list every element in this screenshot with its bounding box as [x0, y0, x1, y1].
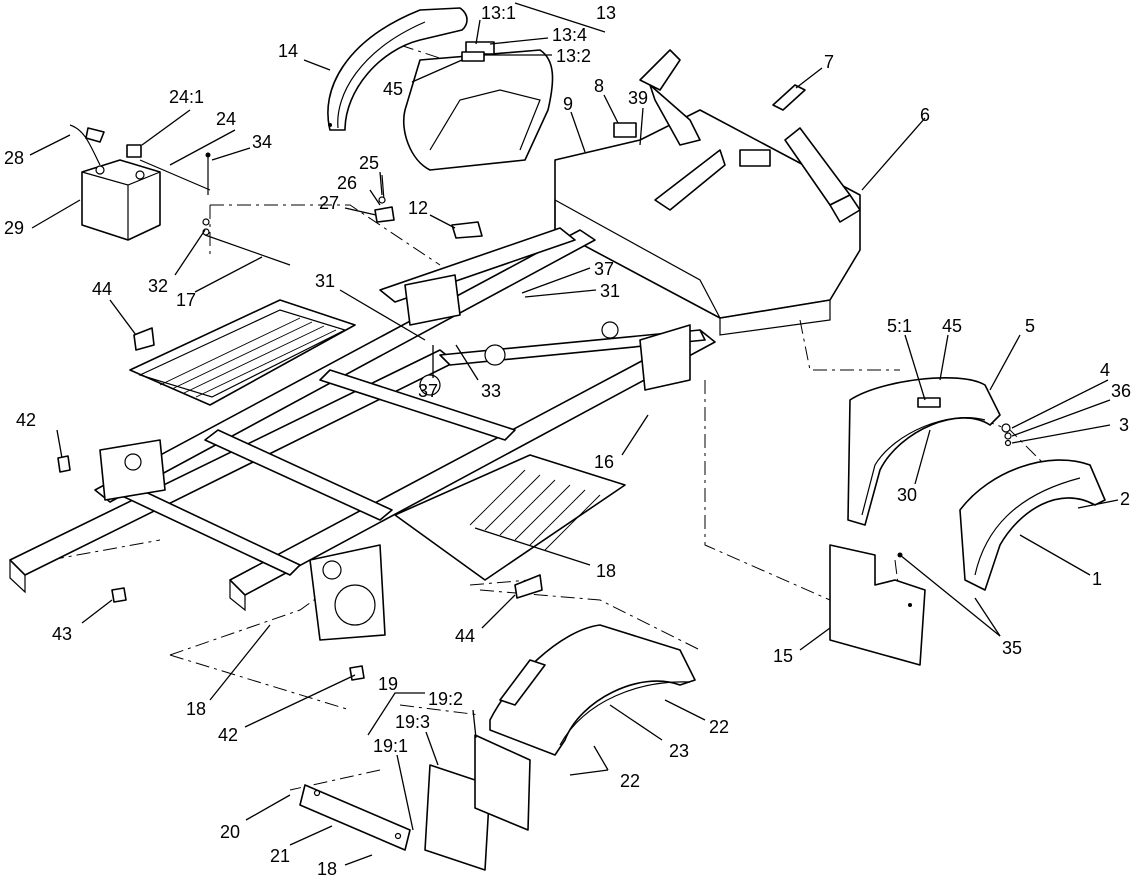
callout-45-a: 45	[383, 79, 403, 99]
callout-7: 7	[824, 52, 834, 72]
callout-17: 17	[176, 290, 196, 310]
part-5-right-fender	[847, 377, 1001, 526]
callout-6: 6	[920, 105, 930, 125]
callout-42-b: 42	[218, 725, 238, 745]
right-footrest-grille	[394, 454, 626, 581]
callout-20: 20	[220, 822, 240, 842]
callout-30: 30	[897, 485, 917, 505]
callout-15: 15	[773, 646, 793, 666]
callout-23: 23	[669, 741, 689, 761]
callout-32: 32	[148, 276, 168, 296]
part-28-battery-cable	[69, 124, 105, 166]
callout-19-1: 19:1	[373, 736, 408, 756]
part-29-battery	[81, 159, 161, 241]
callout-14: 14	[278, 41, 298, 61]
callout-13-1: 13:1	[481, 3, 516, 23]
part-13-seat-cowl	[403, 41, 554, 171]
part-14-top-fender	[327, 7, 468, 131]
part-21-bracket	[299, 784, 411, 851]
callout-35: 35	[1002, 638, 1022, 658]
callout-13-2: 13:2	[556, 46, 591, 66]
leader-lines	[29, 2, 1119, 866]
callout-22-a: 22	[709, 717, 729, 737]
part-12-plate	[451, 221, 483, 239]
part-23-rear-fender	[489, 624, 696, 756]
callout-24: 24	[216, 109, 236, 129]
callout-33: 33	[481, 381, 501, 401]
callout-16: 16	[594, 452, 614, 472]
callout-29: 29	[4, 218, 24, 238]
callout-26: 26	[337, 173, 357, 193]
callout-37-b: 37	[418, 381, 438, 401]
callout-44-b: 44	[455, 626, 475, 646]
part-9-deck-platform	[554, 49, 861, 336]
callout-25: 25	[359, 153, 379, 173]
callout-39: 39	[628, 88, 648, 108]
part-8-plate	[613, 122, 637, 138]
callout-36: 36	[1111, 381, 1131, 401]
callout-19-2: 19:2	[428, 689, 463, 709]
main-frame	[9, 227, 716, 641]
callout-18-b: 18	[186, 699, 206, 719]
callout-42-a: 42	[16, 410, 36, 430]
callout-24-1: 24:1	[169, 87, 204, 107]
callout-18-c: 18	[317, 859, 337, 879]
callout-19-3: 19:3	[395, 712, 430, 732]
part-17-rod	[202, 218, 291, 266]
callout-labels: 1 2 3 4 5 5:1 6 7 8 9 12 13 13:1 13:2 13…	[4, 3, 1131, 879]
part-3-4-36-hardware	[1001, 423, 1012, 447]
callout-1: 1	[1092, 569, 1102, 589]
callout-8: 8	[594, 76, 604, 96]
callout-9: 9	[563, 94, 573, 114]
callout-21: 21	[270, 846, 290, 866]
callout-12: 12	[408, 198, 428, 218]
callout-34: 34	[252, 132, 272, 152]
part-19-mud-flap	[424, 734, 531, 871]
callout-18-a: 18	[596, 561, 616, 581]
callout-5: 5	[1025, 316, 1035, 336]
callout-44-a: 44	[92, 279, 112, 299]
callout-19: 19	[378, 674, 398, 694]
callout-27: 27	[319, 193, 339, 213]
small-decals	[57, 327, 543, 681]
callout-5-1: 5:1	[887, 316, 912, 336]
callout-37-a: 37	[594, 259, 614, 279]
callout-13: 13	[596, 3, 616, 23]
callout-28: 28	[4, 148, 24, 168]
callout-4: 4	[1100, 360, 1110, 380]
callout-31-b: 31	[600, 281, 620, 301]
callout-45-b: 45	[942, 316, 962, 336]
part-7-bracket	[772, 84, 806, 111]
callout-13-4: 13:4	[552, 25, 587, 45]
callout-22-b: 22	[620, 771, 640, 791]
part-25-27-hardware	[374, 174, 395, 223]
callout-2: 2	[1120, 489, 1130, 509]
part-24-battery-hold-down	[126, 144, 211, 195]
callout-43: 43	[52, 624, 72, 644]
callout-3: 3	[1119, 415, 1129, 435]
callout-31-a: 31	[315, 271, 335, 291]
left-footrest-grille	[129, 299, 356, 406]
